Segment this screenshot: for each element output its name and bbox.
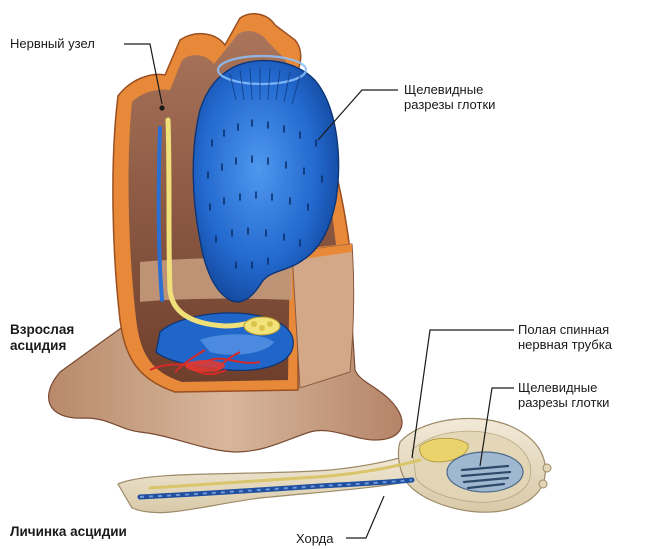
label-larva-title: Личинка асцидии — [10, 524, 127, 540]
label-line: разрезы глотки — [518, 395, 609, 410]
larva-papilla — [539, 480, 547, 488]
label-adult-title: Взрослая асцидия — [10, 322, 74, 354]
label-nerve-ganglion: Нервный узел — [10, 36, 95, 51]
label-dorsal-nerve-tube: Полая спинная нервная трубка — [518, 322, 612, 352]
label-line: нервная трубка — [518, 337, 612, 352]
label-line: Взрослая — [10, 322, 74, 338]
nerve-ganglion — [159, 105, 164, 110]
label-notochord: Хорда — [296, 531, 334, 546]
label-larva-pharyngeal-slits: Щелевидные разрезы глотки — [518, 380, 609, 410]
label-line: Полая спинная — [518, 322, 612, 337]
label-line: асцидия — [10, 338, 74, 354]
front-wall-cut — [292, 244, 354, 388]
adult-ascidian — [49, 14, 402, 452]
label-line: разрезы глотки — [404, 97, 495, 112]
label-line: Щелевидные — [404, 82, 495, 97]
label-line: Щелевидные — [518, 380, 609, 395]
leader-notochord — [346, 496, 384, 538]
larva-papilla — [543, 464, 551, 472]
heart — [185, 360, 225, 372]
label-adult-pharyngeal-slits: Щелевидные разрезы глотки — [404, 82, 495, 112]
gonad — [244, 317, 280, 335]
